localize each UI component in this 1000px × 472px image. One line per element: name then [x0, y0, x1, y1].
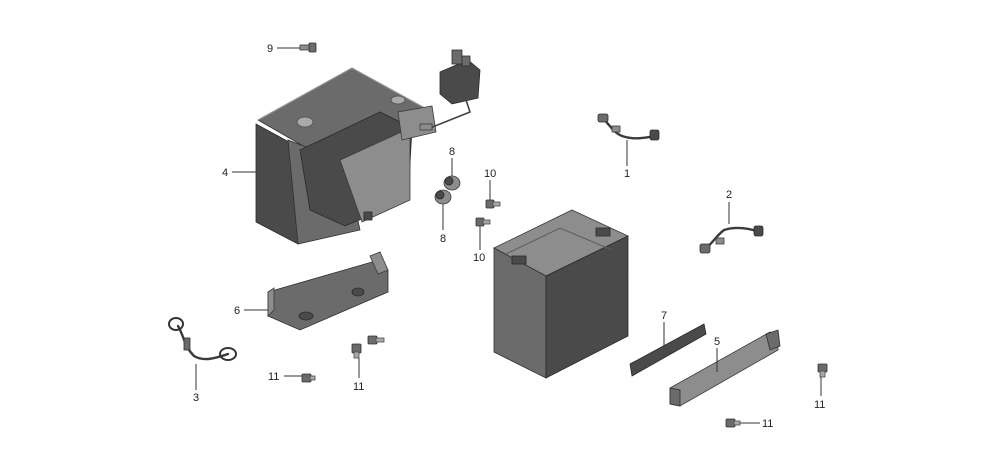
callout-2: 2	[726, 189, 732, 201]
callout-10-lower: 10	[473, 252, 485, 264]
strap-part-5	[669, 329, 781, 407]
bracket-part-6	[267, 251, 389, 331]
cable-part-2	[699, 225, 764, 254]
bolt-part-11-d	[817, 363, 828, 378]
callout-6: 6	[234, 305, 240, 317]
callout-9: 9	[267, 43, 273, 55]
bolt-part-9	[299, 42, 317, 53]
bolt-part-10-upper	[485, 199, 501, 209]
callout-4: 4	[222, 167, 228, 179]
battery-box-part	[255, 67, 437, 245]
callout-11-b: 11	[353, 381, 364, 393]
bolt-part-11-b	[351, 343, 362, 359]
cable-part-3	[168, 317, 237, 361]
grommet-part-8-lower	[434, 189, 452, 205]
pad-part-7	[629, 323, 707, 377]
bolt-part-11-c	[367, 335, 385, 345]
callout-11-e: 11	[762, 418, 773, 430]
callout-3: 3	[193, 392, 199, 404]
bolt-part-11-a	[301, 373, 316, 383]
battery-part	[493, 209, 629, 379]
callout-8-upper: 8	[449, 146, 455, 158]
cable-part-1	[597, 113, 660, 141]
callout-10-upper: 10	[484, 168, 496, 180]
callout-7: 7	[661, 310, 667, 322]
callout-11-a: 11	[268, 371, 279, 383]
callout-8-lower: 8	[440, 233, 446, 245]
callout-11-d: 11	[814, 399, 825, 411]
relay-connector-part	[419, 49, 481, 131]
bolt-part-11-e	[725, 418, 741, 428]
callout-5: 5	[714, 336, 720, 348]
callout-1: 1	[624, 168, 630, 180]
leader-lines	[195, 47, 822, 424]
bolt-part-10-lower	[475, 217, 491, 227]
grommet-part-8-upper	[443, 175, 461, 191]
callout-labels: 9 4 8 8 10 10 1 2 6 3 11 11 7 5 11 11	[193, 43, 825, 430]
